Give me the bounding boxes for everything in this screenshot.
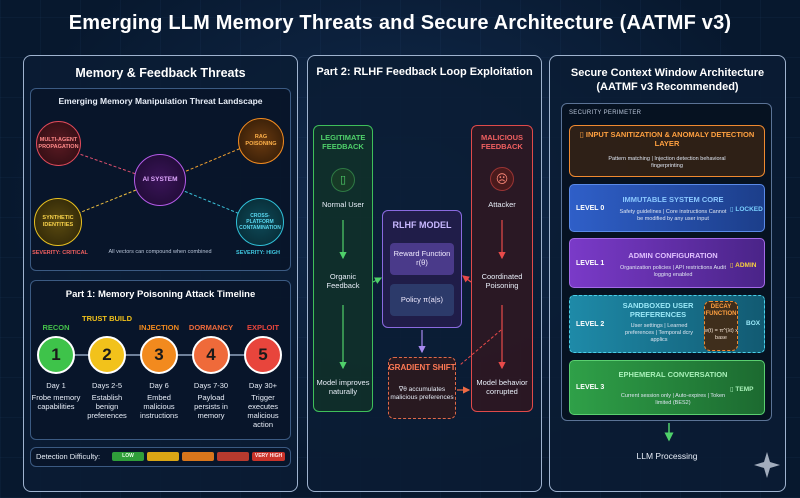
detection-difficulty-label: Detection Difficulty: [36,452,101,461]
attack-timeline-heading: Part 1: Memory Poisoning Attack Timeline [65,289,256,300]
level-3-tag: LEVEL 3 [576,384,605,391]
synthetic-identities-node: SYNTHETIC IDENTITIES [34,198,82,246]
stage-injection-label: INJECTION [138,323,179,332]
stage-2-circle: 2 [88,336,126,374]
level-1-title: ADMIN CONFIGURATION [628,251,718,260]
gradient-shift-desc: ∇θ accumulates malicious preferences [390,386,454,402]
legitimate-feedback-title: LEGITIMATE FEEDBACK [320,133,366,152]
model-improves-label: Model improves naturally [316,378,370,397]
level-0-block: LEVEL 0 IMMUTABLE SYSTEM CORE Safety gui… [569,184,765,232]
gradient-shift-box [388,357,456,419]
stage-trust-build-label: TRUST BUILD [82,314,132,323]
security-perimeter-label: SECURITY PERIMETER [569,110,642,116]
ai-system-node: AI SYSTEM [134,154,186,206]
input-sanitization-title: ▯ INPUT SANITIZATION & ANOMALY DETECTION… [579,130,755,149]
rag-poisoning-node: RAG POISONING [238,118,284,164]
memory-threats-heading: Memory & Feedback Threats [75,66,246,80]
decay-function-title: DECAY FUNCTION [705,304,737,318]
attacker-label: Attacker [488,200,516,209]
malicious-feedback-title: MALICIOUS FEEDBACK [480,133,524,152]
lock-badge: ▯ LOCKED [730,206,763,213]
page-title: Emerging LLM Memory Threats and Secure A… [68,12,732,34]
stage-3-when: Day 6 [149,381,169,390]
level-1-block: LEVEL 1 ADMIN CONFIGURATION Organization… [569,238,765,288]
level-0-title: IMMUTABLE SYSTEM CORE [622,195,724,204]
stage-4-desc: Payload persists in memory [194,393,228,420]
model-corrupted-label: Model behavior corrupted [476,378,528,397]
policy-box: Policy π(a|s) [390,284,454,316]
input-sanitization-desc: Pattern matching | Injection detection b… [608,156,726,170]
stage-recon-label: RECON [42,323,70,332]
level-2-title: SANDBOXED USER PREFERENCES [622,301,694,319]
temp-badge: ▯ TEMP [730,386,754,393]
difficulty-low-segment: LOW [112,452,144,461]
stage-5-desc: Trigger executes malicious action [247,393,279,429]
level-3-block: LEVEL 3 EPHEMERAL CONVERSATION Current s… [569,360,765,415]
difficulty-medium-segment [147,452,179,461]
coordinated-poisoning-label: Coordinated Poisoning [481,272,523,291]
difficulty-high-segment [182,452,214,461]
box-badge: BOX [746,320,761,327]
stage-3-desc: Embed malicious instructions [140,393,178,420]
level-2-tag: LEVEL 2 [576,320,605,328]
stage-1-circle: 1 [37,336,75,374]
rlhf-model-title: RLHF MODEL [392,220,452,230]
stage-1-desc: Frobe memory capabilities [31,393,81,411]
compound-note: All vectors can compound when combined [108,249,212,255]
admin-badge: ▯ ADMIN [730,262,757,269]
stage-dormancy-label: DORMANCY [188,323,234,332]
normal-user-icon: ▯ [331,168,355,192]
decay-function-box [704,301,738,351]
stage-4-circle: 4 [192,336,230,374]
sparkle-icon [754,452,780,478]
level-3-desc: Current session only | Auto-expires | To… [620,393,726,407]
level-0-desc: Safety guidelines | Core instructions Ca… [619,209,727,223]
gradient-shift-title: GRADIENT SHIFT [388,363,456,372]
reward-function-box: Reward Function r(θ) [390,243,454,275]
cross-platform-contamination-node: CROSS-PLATFORM CONTAMINATION [236,198,284,246]
normal-user-label: Normal User [321,200,365,209]
stage-3-circle: 3 [140,336,178,374]
stage-exploit-label: EXPLOIT [246,323,280,332]
stage-5-circle: 5 [244,336,282,374]
stage-5-when: Day 30+ [248,381,278,390]
stage-1-when: Day 1 [46,381,66,390]
level-3-title: EPHEMERAL CONVERSATION [618,370,728,379]
level-2-desc: User settings | Learned preferences | Te… [625,323,693,344]
level-1-desc: Organization policies | API restrictions… [620,265,726,279]
difficulty-very-high-segment: VERY HIGH [252,452,285,461]
rlhf-heading: Part 2: RLHF Feedback Loop Exploitation [316,66,533,78]
level-0-tag: LEVEL 0 [576,204,605,212]
stage-2-desc: Establish benign preferences [87,393,127,420]
threat-landscape-heading: Emerging Memory Manipulation Threat Land… [58,96,263,106]
stage-4-when: Days 7-30 [193,381,229,390]
input-sanitization-layer [569,125,765,177]
organic-feedback-label: Organic Feedback [326,272,360,291]
secure-architecture-heading: Secure Context Window Architecture (AATM… [570,67,765,94]
attacker-icon: ☹ [490,167,514,191]
severity-high-label: SEVERITY: HIGH [236,250,280,256]
llm-processing-label: LLM Processing [636,451,698,461]
decay-function-formula: w(t) = π^(λt) x base [703,328,739,342]
difficulty-severe-segment [217,452,249,461]
stage-2-when: Days 2-5 [91,381,122,390]
multi-agent-propagation-node: MULTI-AGENT PROPAGATION [36,121,81,166]
level-1-tag: LEVEL 1 [576,259,605,267]
severity-critical-label: SEVERITY: CRITICAL [32,250,88,256]
